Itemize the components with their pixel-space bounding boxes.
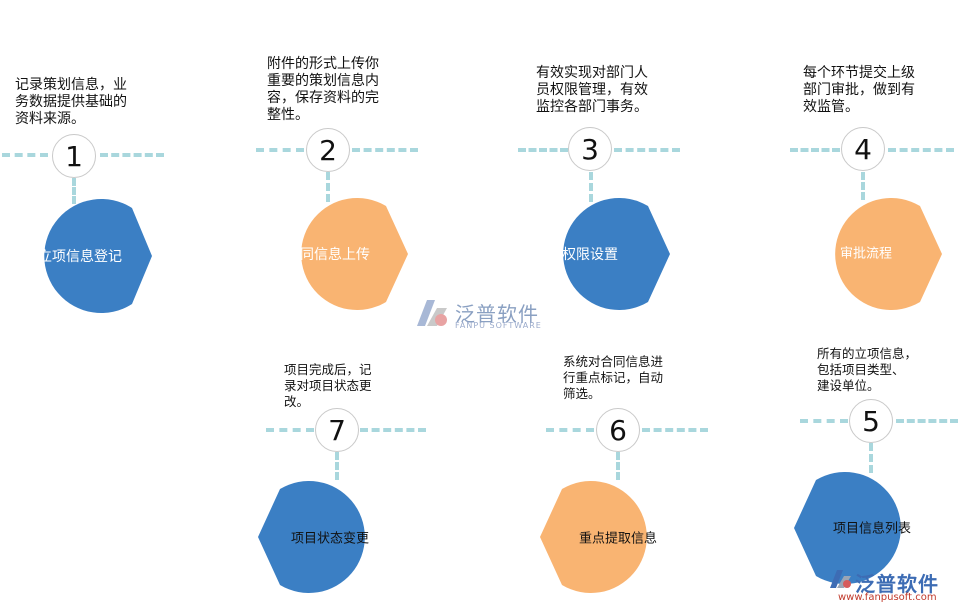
step-3-number: 3 — [581, 132, 599, 166]
step-7-connector-left — [266, 428, 314, 432]
step-5-drop-shape — [794, 472, 901, 584]
step-3-description: 有效实现对部门人 员权限管理，有效 监控各部门事务。 — [536, 65, 648, 115]
step-7-connector-right — [360, 428, 426, 432]
watermark-brand: 泛普软件 — [455, 302, 539, 326]
watermark-brand-en: FANPU SOFTWARE — [455, 321, 542, 330]
step-1-label: 立项信息登记 — [38, 249, 122, 265]
step-4-number: 4 — [854, 132, 872, 166]
step-5-number: 5 — [862, 404, 880, 438]
step-1-connector-left — [2, 153, 48, 157]
step-4-connector-down — [861, 172, 865, 200]
step-5-number-circle: 5 — [849, 399, 893, 443]
step-4-number-circle: 4 — [841, 127, 885, 171]
step-1-drop-shape — [44, 199, 152, 313]
step-6-number-circle: 6 — [596, 408, 640, 452]
step-3-number-circle: 3 — [568, 127, 612, 171]
step-2-connector-left — [256, 148, 304, 152]
step-3-drop-shape — [563, 198, 670, 310]
step-2-connector-down — [326, 172, 330, 202]
watermark-url: www.fanpusoft.com — [838, 592, 937, 603]
step-1-number-circle: 1 — [52, 134, 96, 178]
step-2-number: 2 — [319, 133, 337, 167]
step-4-drop-shape — [835, 198, 942, 310]
step-6-label: 重点提取信息 — [578, 531, 658, 547]
step-1-number: 1 — [65, 139, 83, 173]
step-2-number-circle: 2 — [306, 128, 350, 172]
step-7-label: 项目状态变更 — [290, 531, 370, 547]
step-7-drop-shape — [258, 481, 365, 593]
step-5-connector-down — [869, 443, 873, 473]
step-2-drop-shape — [301, 198, 408, 310]
step-6-connector-down — [616, 452, 620, 480]
step-6-number: 6 — [609, 413, 627, 447]
step-2-description: 附件的形式上传你 重要的策划信息内 容，保存资料的完 整性。 — [267, 56, 379, 123]
step-4-connector-right — [888, 148, 954, 152]
step-7-number: 7 — [328, 413, 346, 447]
step-3-connector-down — [589, 172, 593, 202]
step-4-description: 每个环节提交上级 部门审批，做到有 效监管。 — [803, 65, 915, 115]
step-7-connector-down — [335, 452, 339, 480]
brand-logo-icon — [417, 300, 447, 326]
step-3-connector-left — [518, 148, 568, 152]
step-5-connector-right — [896, 419, 958, 423]
step-7-description: 项目完成后，记 录对项目状态更 改。 — [284, 362, 372, 409]
step-2-label: 合同信息上传 — [286, 247, 370, 263]
step-4-connector-left — [790, 148, 840, 152]
step-5-connector-left — [800, 419, 848, 423]
step-3-connector-right — [614, 148, 680, 152]
step-3-label: 权限设置 — [562, 247, 618, 263]
step-6-connector-left — [546, 428, 594, 432]
watermark-brand-corner: 泛普软件 — [855, 572, 939, 596]
step-1-connector-right — [100, 153, 164, 157]
step-6-description: 系统对合同信息进 行重点标记，自动 筛选。 — [563, 354, 664, 401]
step-6-connector-right — [642, 428, 708, 432]
brand-logo-small-icon — [830, 570, 851, 588]
step-4-label: 审批流程 — [839, 246, 893, 262]
step-1-connector-down — [72, 178, 76, 204]
step-5-description: 所有的立项信息， 包括项目类型、 建设单位。 — [817, 346, 918, 393]
step-5-label: 项目信息列表 — [832, 521, 912, 537]
step-1-description: 记录策划信息，业 务数据提供基础的 资料来源。 — [15, 77, 127, 127]
step-7-number-circle: 7 — [315, 408, 359, 452]
step-6-drop-shape — [540, 481, 647, 593]
step-2-connector-right — [352, 148, 418, 152]
